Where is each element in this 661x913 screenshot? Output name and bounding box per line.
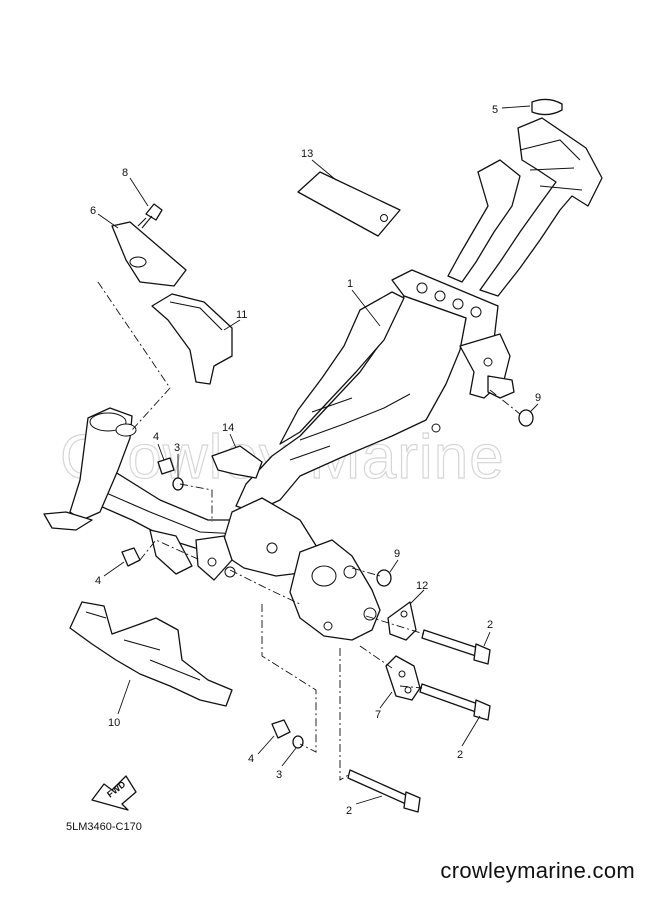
alignment-lines	[97, 281, 521, 781]
callout-13: 13	[301, 148, 313, 160]
plate-7-part[interactable]	[385, 655, 421, 701]
callout-6: 6	[90, 205, 96, 217]
collar-9-lower-part[interactable]	[376, 569, 392, 587]
frame-part[interactable]	[43, 117, 603, 641]
bolt-8-part[interactable]	[137, 203, 163, 229]
callout-12: 12	[416, 580, 428, 592]
fwd-arrow-icon: FWD	[91, 775, 137, 811]
callout-14: 14	[222, 422, 234, 434]
callout-labels: 5 13 1 8 6 11 9 14 4 3 4 9 12 2 10 7 2 4…	[90, 104, 541, 817]
cover-part[interactable]	[297, 171, 401, 237]
callout-7: 7	[375, 709, 381, 721]
callout-9-upper: 9	[535, 392, 541, 404]
cap-part[interactable]	[531, 98, 563, 116]
callout-9-lower: 9	[394, 548, 400, 560]
nut-4-upper-part[interactable]	[157, 457, 175, 475]
callout-2-middle: 2	[457, 749, 463, 761]
callout-3-lower: 3	[276, 769, 282, 781]
bracket-12-part[interactable]	[387, 601, 417, 641]
callout-1: 1	[347, 278, 353, 290]
callout-10: 10	[108, 717, 120, 729]
bracket-14-part[interactable]	[211, 445, 263, 479]
site-name: crowleymarine.com	[440, 858, 635, 883]
callout-3-upper: 3	[174, 442, 180, 454]
washer-3-lower-part[interactable]	[292, 735, 304, 749]
guard-10-part[interactable]	[69, 601, 233, 707]
callout-11: 11	[236, 309, 247, 321]
callout-2-upper: 2	[487, 619, 493, 631]
bracket-11-part[interactable]	[151, 293, 233, 385]
callout-4-left: 4	[95, 575, 101, 587]
nut-4-left-part[interactable]	[121, 547, 141, 567]
bolt-2-upper-part[interactable]	[421, 629, 491, 665]
bolt-2-middle-part[interactable]	[419, 683, 491, 721]
callout-5: 5	[492, 104, 498, 116]
callout-8: 8	[122, 167, 128, 179]
callout-2-lower: 2	[346, 805, 352, 817]
nut-4-lower-part[interactable]	[271, 719, 291, 739]
cover-plate-6-part[interactable]	[111, 221, 187, 287]
leader-lines	[97, 105, 539, 805]
bolt-2-lower-part[interactable]	[347, 769, 421, 813]
callout-4-upper: 4	[153, 431, 159, 443]
collar-9-upper-part[interactable]	[518, 409, 534, 427]
callout-4-lower: 4	[248, 753, 254, 765]
diagram-code: 5LM3460-C170	[66, 821, 142, 833]
